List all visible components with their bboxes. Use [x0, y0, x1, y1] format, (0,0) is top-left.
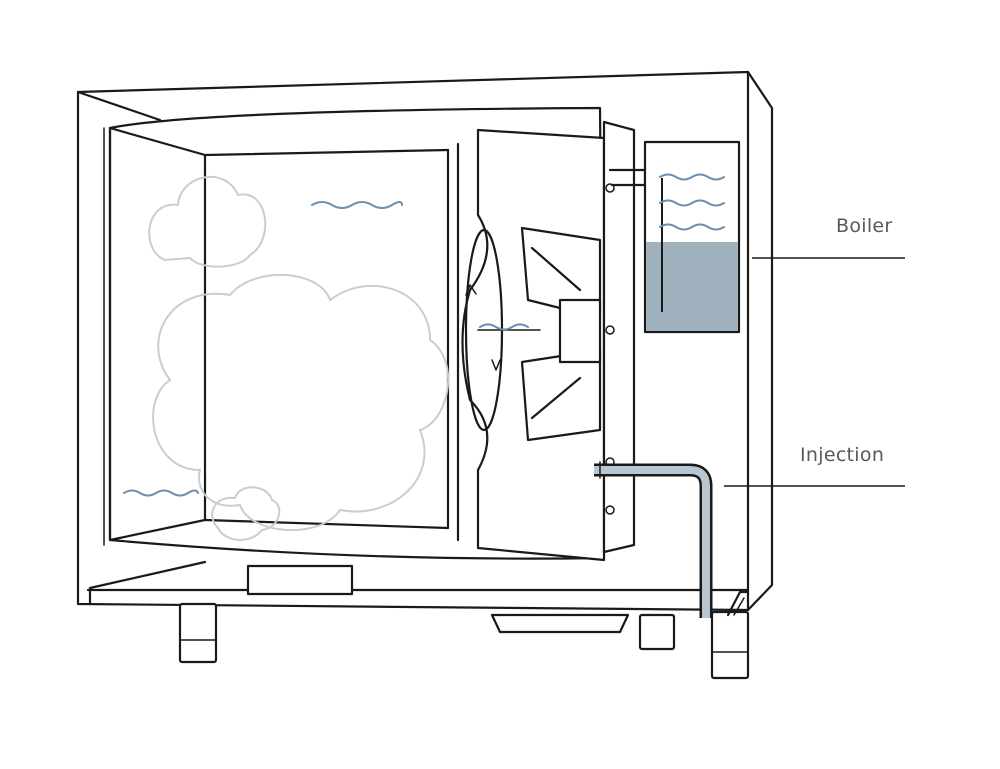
drain-bracket [726, 590, 750, 617]
boiler-tank [643, 140, 741, 334]
injection-pipe [594, 461, 713, 618]
fan-assembly [461, 128, 606, 562]
injection-label: Injection [800, 444, 885, 466]
water-waves [123, 173, 725, 497]
divider-wall [602, 120, 647, 554]
boiler-water [646, 242, 738, 331]
boiler-label: Boiler [836, 215, 893, 237]
oven-feet [178, 564, 750, 680]
